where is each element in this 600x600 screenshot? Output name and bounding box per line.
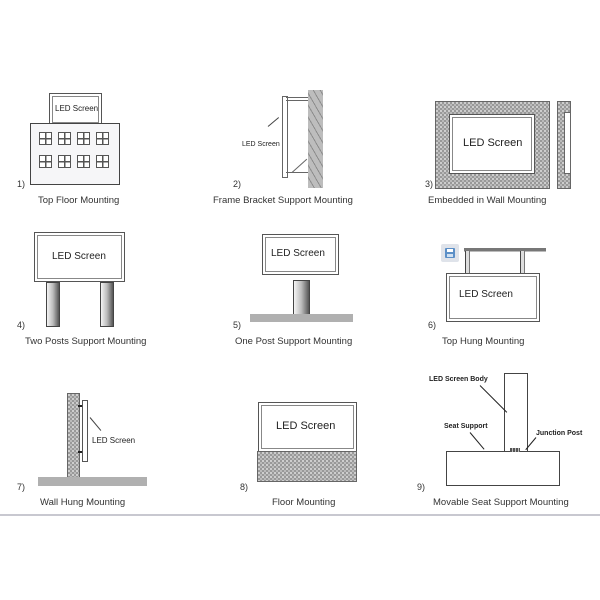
panel-caption: Two Posts Support Mounting [25,336,147,347]
seat-support [446,451,560,486]
wall [308,90,323,188]
panel-number: 3) [425,179,434,189]
panel-caption: Floor Mounting [272,497,336,508]
led-screen-panel: LED Screen [449,114,535,174]
save-icon[interactable] [441,244,459,262]
panel-number: 1) [17,179,26,189]
led-screen-panel [82,400,88,462]
post-right [100,282,114,327]
led-screen-label: LED Screen [459,289,513,300]
bottom-divider [0,514,600,516]
panel-caption: Movable Seat Support Mounting [433,497,569,508]
led-screen-label: LED Screen [276,420,336,432]
led-screen-label: LED Screen [463,137,523,149]
led-screen-label: LED Screen [92,436,136,445]
led-screen-panel: LED Screen [34,232,125,282]
post [293,280,310,316]
panel-number: 8) [240,482,249,492]
led-screen-body-label: LED Screen Body [429,376,488,383]
panel-caption: One Post Support Mounting [235,336,353,347]
panel-caption: Embedded in Wall Mounting [428,195,547,206]
led-screen-label: LED Screen [52,251,106,262]
junction-post-label: Junction Post [536,430,583,437]
led-screen-body [504,373,528,453]
ground [250,314,353,322]
panel-number: 2) [233,179,242,189]
panel-caption: Top Hung Mounting [442,336,525,347]
panel-number: 9) [417,482,426,492]
led-screen-panel: LED Screen [258,402,357,452]
hanger-right [520,251,525,273]
panel-caption: Top Floor Mounting [38,195,120,206]
panel-number: 5) [233,320,242,330]
building [30,123,120,185]
panel-caption: Frame Bracket Support Mounting [213,195,353,206]
ceiling-beam [464,248,546,252]
led-screen-panel: LED Screen [49,93,102,126]
panel-number: 4) [17,320,26,330]
panel-number: 6) [428,320,437,330]
floor-base [257,451,357,482]
ground [38,477,147,486]
hanger-left [465,251,470,273]
panel-caption: Wall Hung Mounting [40,497,126,508]
led-screen-frame [282,96,288,178]
post-left [46,282,60,327]
led-screen-label: LED Screen [242,141,280,148]
led-screen-label: LED Screen [55,104,99,113]
panel-number: 7) [17,482,26,492]
junction-post [510,448,520,452]
led-screen-label: LED Screen [271,248,325,259]
led-screen-panel: LED Screen [262,234,339,275]
led-screen-panel: LED Screen [446,273,540,322]
seat-support-label: Seat Support [444,423,488,430]
